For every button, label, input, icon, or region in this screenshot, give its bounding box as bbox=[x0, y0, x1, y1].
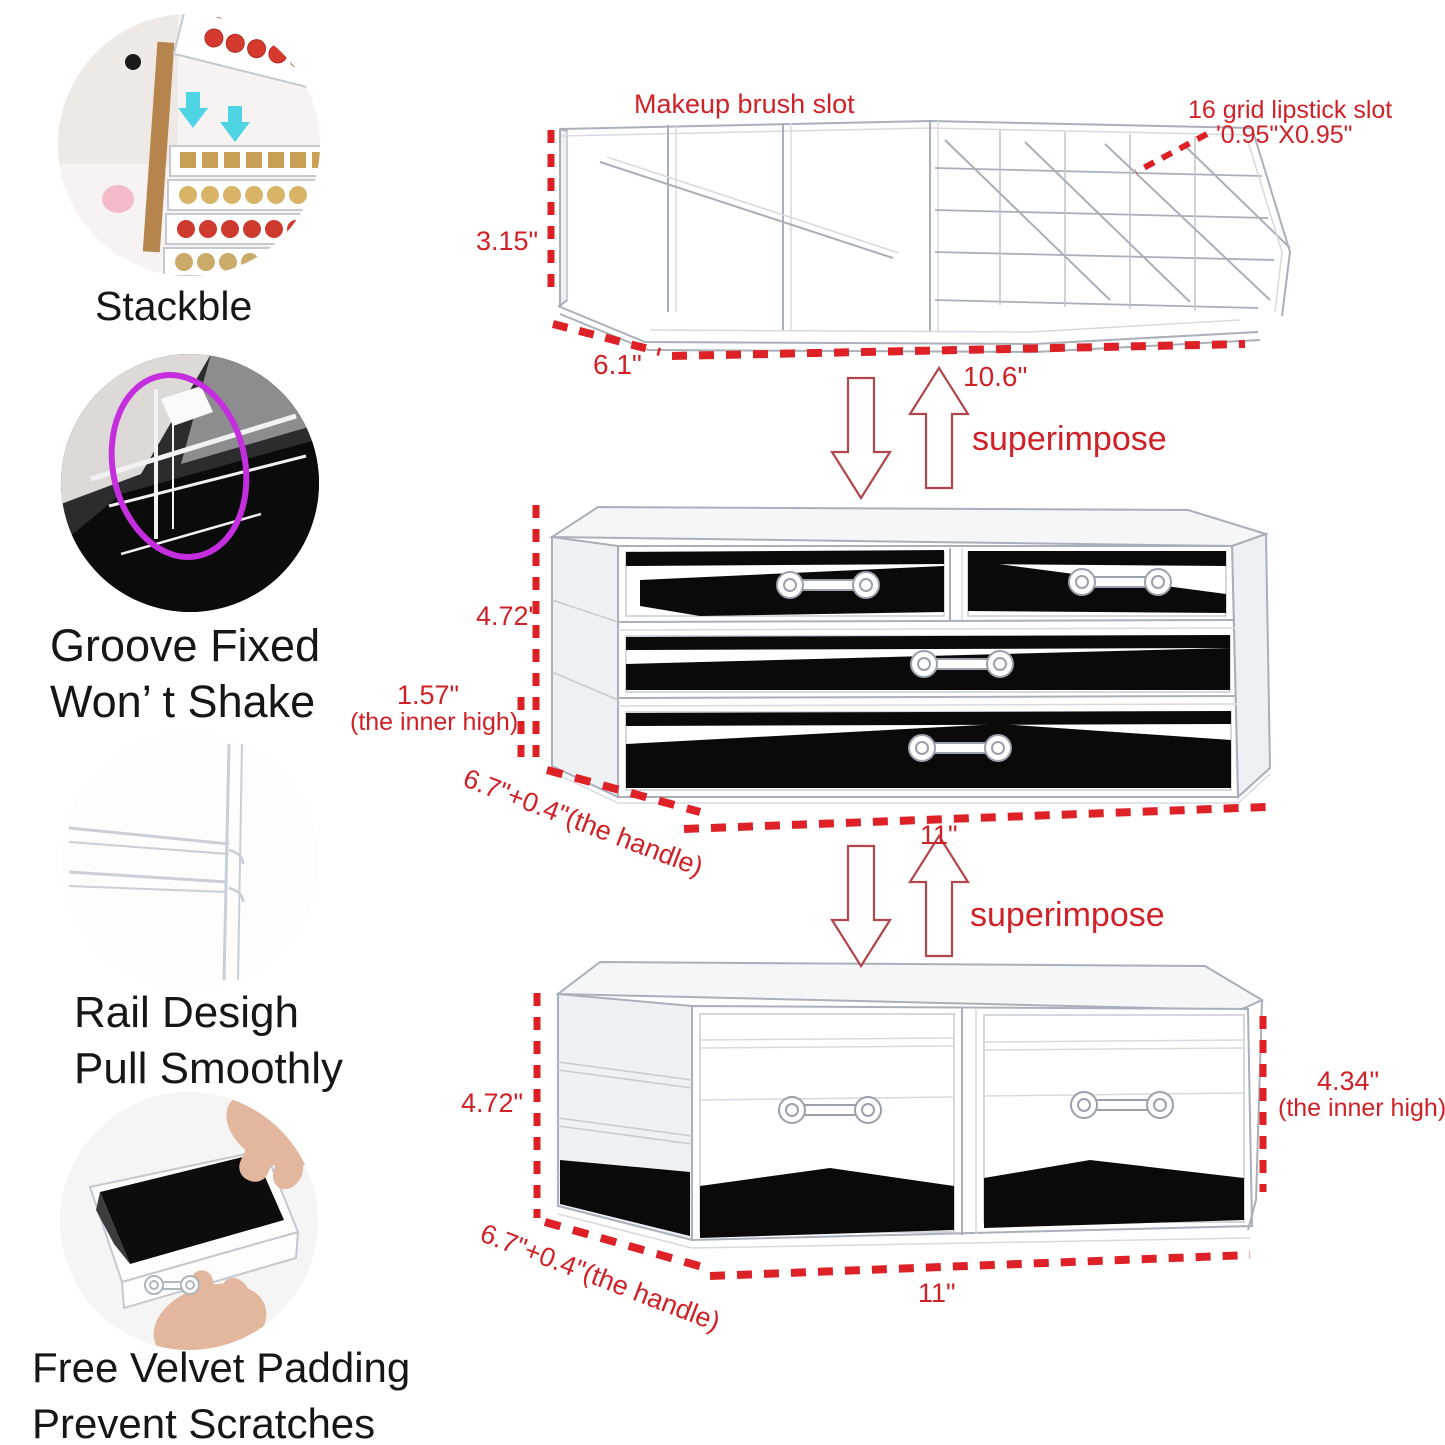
lipstick-slot-label-line1: 16 grid lipstick slot bbox=[1188, 96, 1393, 124]
bottom-unit-height-dim: 4.72" bbox=[461, 1088, 524, 1118]
middle-unit-inner-height-dim: 1.57" bbox=[397, 680, 460, 710]
feature-caption-groove-2: Won’ t Shake bbox=[50, 676, 316, 727]
stacked-lipstick-trays-illustration bbox=[58, 14, 320, 276]
superimpose-arrows-top bbox=[830, 365, 970, 501]
drawer-handles bbox=[778, 1091, 1174, 1124]
dimension-dashed-lines bbox=[517, 130, 1267, 1280]
middle-unit-height-dim: 4.72" bbox=[476, 601, 539, 631]
middle-width-dash-line bbox=[683, 803, 1267, 833]
velvet-padding bbox=[560, 1160, 1244, 1238]
velvet-feature-photo bbox=[60, 1092, 318, 1350]
stack-direction-arrow-icon bbox=[178, 92, 250, 142]
bottom-drawer-unit-drawing bbox=[555, 960, 1265, 1249]
bottom-unit-inner-height-note: (the inner high) bbox=[1278, 1094, 1445, 1122]
superimpose-label-bottom: superimpose bbox=[970, 896, 1165, 934]
top-width-dash-line bbox=[671, 340, 1246, 360]
feature-caption-velvet-2: Prevent Scratches bbox=[32, 1400, 376, 1445]
velvet-padding-illustration bbox=[60, 1092, 318, 1350]
superimpose-label-top: superimpose bbox=[972, 420, 1167, 458]
feature-caption-stackable: Stackble bbox=[95, 283, 253, 329]
superimpose-up-arrow-icon bbox=[908, 833, 970, 958]
purple-highlight-circle bbox=[108, 371, 250, 561]
top-depth-dash-line bbox=[551, 320, 662, 356]
drawer-handles bbox=[776, 568, 1172, 762]
lipstick-slot-label-line2: '0.95"X0.95" bbox=[1216, 121, 1353, 149]
middle-unit-inner-height-note: (the inner high) bbox=[350, 708, 519, 736]
makeup-brush-slot-label: Makeup brush slot bbox=[634, 89, 855, 119]
top-tray-drawing bbox=[557, 119, 1292, 354]
bottom-width-dash-line bbox=[709, 1251, 1251, 1280]
bottom-unit-inner-height-dim: 4.34" bbox=[1317, 1066, 1380, 1096]
feature-caption-velvet-1: Free Velvet Padding bbox=[32, 1344, 411, 1391]
superimpose-arrows-bottom bbox=[830, 833, 970, 969]
lipstick-label-leader-line bbox=[1134, 131, 1209, 175]
top-tray-depth-dim: 6.1" bbox=[593, 349, 642, 380]
rail-closeup-illustration bbox=[61, 732, 319, 990]
feature-caption-rail-2: Pull Smoothly bbox=[74, 1044, 344, 1093]
top-tray-width-dim: 10.6" bbox=[963, 361, 1028, 392]
stackable-feature-photo bbox=[58, 14, 320, 276]
feature-caption-rail-1: Rail Desigh bbox=[74, 988, 299, 1037]
groove-closeup-illustration bbox=[61, 354, 319, 612]
rail-feature-photo bbox=[61, 732, 319, 990]
superimpose-down-arrow-icon bbox=[830, 376, 892, 501]
superimpose-down-arrow-icon bbox=[830, 844, 892, 969]
middle-drawer-unit-drawing bbox=[548, 505, 1272, 804]
superimpose-up-arrow-icon bbox=[908, 365, 970, 490]
groove-feature-photo bbox=[61, 354, 319, 612]
top-tray-height-dim: 3.15" bbox=[476, 226, 539, 256]
middle-unit-width-dim: 11" bbox=[920, 820, 958, 850]
drawer-handle-icon bbox=[144, 1275, 200, 1295]
bottom-unit-width-dim: 11" bbox=[918, 1278, 956, 1308]
feature-caption-groove-1: Groove Fixed bbox=[50, 620, 321, 671]
